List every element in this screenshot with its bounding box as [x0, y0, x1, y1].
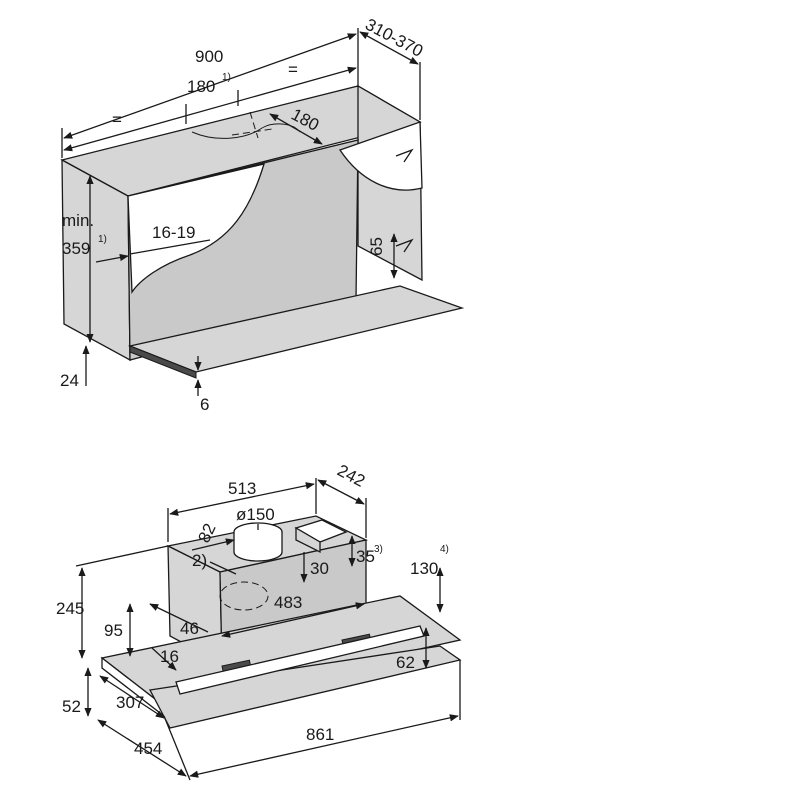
dim-95: 95 [104, 621, 123, 640]
note-4: 4) [440, 544, 449, 555]
dim-o150: ø150 [236, 505, 275, 524]
dim-180-width: 180 [187, 77, 215, 96]
dim-35: 35 [356, 547, 375, 566]
upper-cabinet-diagram: 900 = = 180 1) 310-370 180 min. 359 1) 1… [60, 15, 465, 414]
dim-359: 359 [62, 239, 90, 258]
rail-hook-lower [395, 238, 414, 253]
duct-collar-body [233, 532, 283, 562]
note-3: 3) [374, 544, 383, 555]
dim-65: 65 [367, 237, 386, 256]
dim-52: 52 [62, 697, 81, 716]
dim-307: 307 [116, 693, 144, 712]
note-1-height: 1) [98, 234, 107, 245]
dim-46: 46 [180, 619, 199, 638]
duct-hidden [219, 581, 269, 611]
dim-861: 861 [306, 725, 334, 744]
valve-box-side [295, 526, 321, 554]
dim-900: 900 [195, 47, 223, 66]
dim-16-19: 16-19 [152, 223, 195, 242]
dim-16: 16 [160, 647, 179, 666]
equal-right: = [288, 60, 298, 79]
dim-62: 62 [396, 653, 415, 672]
dim-454: 454 [134, 739, 162, 758]
note-1-width: 1) [222, 72, 231, 83]
cabinet-right-cutaway [338, 121, 423, 191]
note-2: 2) [192, 551, 207, 570]
cabinet-bottom-plate-edge [129, 345, 197, 379]
dim-30: 30 [310, 559, 329, 578]
dim-245: 245 [56, 599, 84, 618]
dim-242: 242 [334, 461, 368, 491]
dim-24: 24 [60, 371, 79, 390]
dim-6: 6 [200, 395, 209, 414]
equal-left: = [112, 110, 122, 129]
lower-hood-diagram: 513 242 ø150 82 2) 35 3) 30 130 4) 245 4… [56, 461, 462, 781]
cabinet-front-cutaway [127, 163, 265, 295]
dim-130: 130 [410, 559, 438, 578]
rail-hook-upper [395, 148, 414, 163]
dim-513: 513 [228, 479, 256, 498]
dim-483: 483 [274, 593, 302, 612]
min-label: min. [62, 211, 94, 230]
